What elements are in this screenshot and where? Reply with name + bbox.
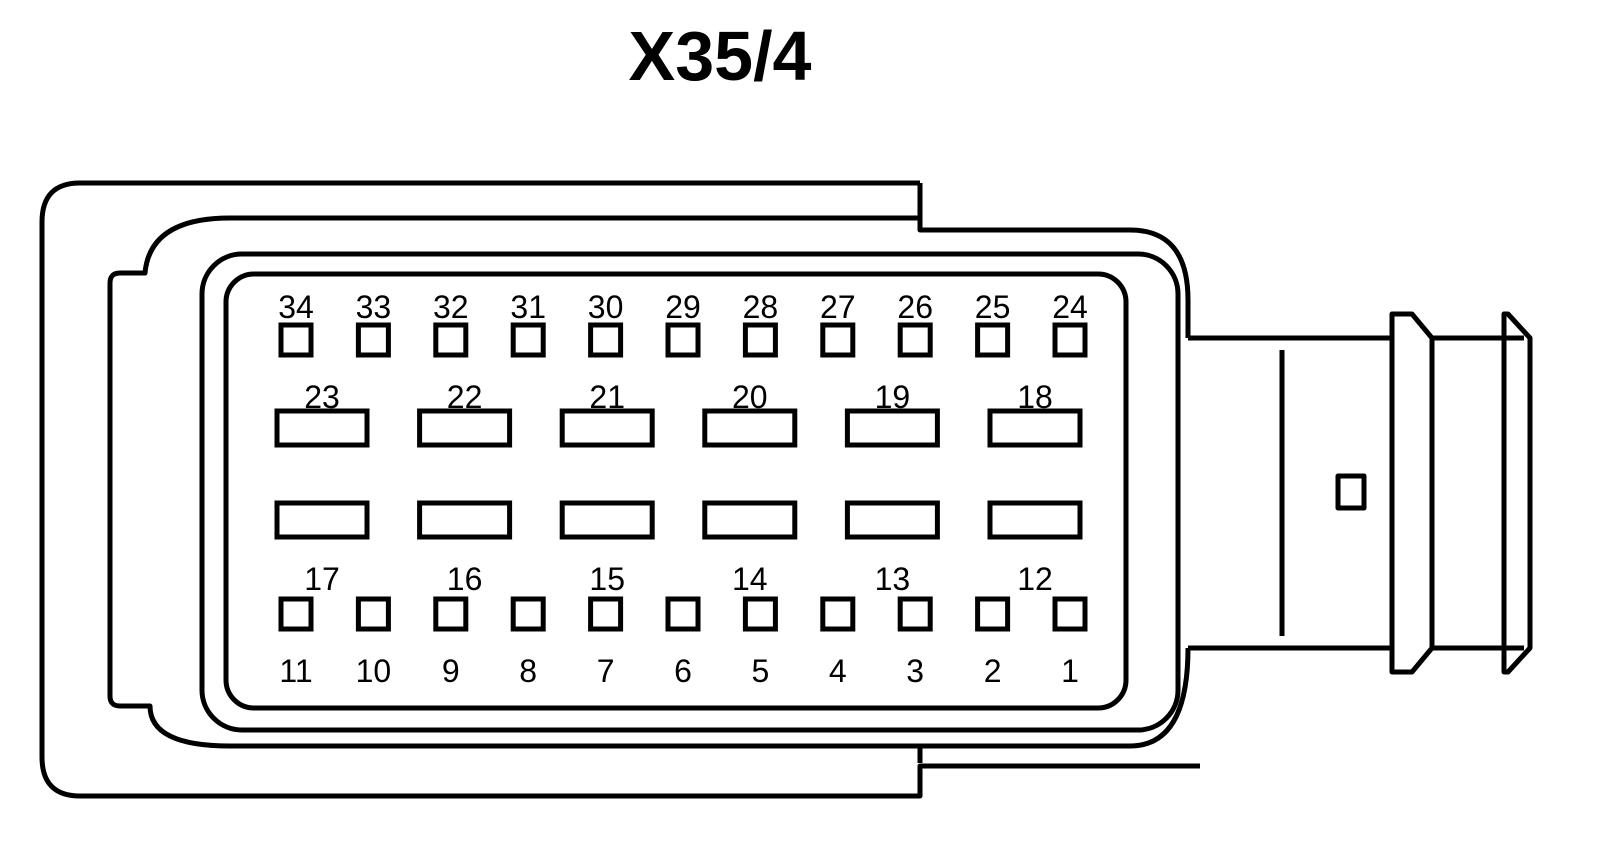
pin-label-21: 21 [589,379,625,415]
pin-4 [820,596,856,632]
pin-row-34-24: 34 33 32 31 30 29 28 27 26 25 24 [278,289,1088,358]
pin-34 [278,322,314,358]
connector-housing-outline [39,180,1200,799]
pin-label-33: 33 [356,289,392,325]
cable-tail-outline [920,335,1392,749]
pin-33 [355,322,391,358]
pin-label-25: 25 [975,289,1011,325]
pin-31 [510,322,546,358]
connector-shroud-outline [107,215,923,763]
connector-face-outer [199,251,1181,733]
pin-13 [844,500,940,540]
pin-7 [588,596,624,632]
pin-label-7: 7 [597,653,615,689]
connector-face-inner [223,271,1129,711]
pin-14 [702,500,798,540]
pin-24 [1052,322,1088,358]
pin-12 [987,500,1083,540]
rear-collar-end-ring [1501,311,1533,675]
latch-window [1335,473,1367,511]
pin-32 [433,322,469,358]
pin-label-10: 10 [356,653,392,689]
pin-label-34: 34 [278,289,314,325]
pin-label-30: 30 [588,289,624,325]
pin-label-9: 9 [442,653,460,689]
pin-28 [742,322,778,358]
pin-19 [844,408,940,448]
pin-label-1: 1 [1061,653,1079,689]
pin-8 [510,596,546,632]
pin-label-5: 5 [752,653,770,689]
pin-label-11: 11 [279,653,312,689]
pin-9 [433,596,469,632]
pin-label-32: 32 [433,289,469,325]
pin-21 [559,408,655,448]
pin-label-2: 2 [984,653,1002,689]
rear-collar-ring [1389,311,1435,675]
pin-label-19: 19 [875,379,911,415]
pin-label-14: 14 [732,561,768,597]
pin-label-6: 6 [674,653,692,689]
pin-29 [665,322,701,358]
pin-row-23-18: 23 22 21 20 19 18 [274,379,1083,448]
pin-label-15: 15 [589,561,625,597]
pin-label-31: 31 [510,289,546,325]
pin-17 [274,500,370,540]
rear-collar-body [1432,335,1524,651]
pin-label-17: 17 [304,561,340,597]
pin-label-16: 16 [447,561,483,597]
pin-label-27: 27 [820,289,856,325]
pin-label-22: 22 [447,379,483,415]
pin-30 [588,322,624,358]
housing-upper-step [917,183,1191,338]
pin-26 [897,322,933,358]
pin-label-13: 13 [875,561,911,597]
pin-16 [417,500,513,540]
connector-title: X35/4 [629,17,812,95]
pin-5 [742,596,778,632]
pin-27 [820,322,856,358]
pin-label-24: 24 [1052,289,1088,325]
pin-11 [278,596,314,632]
pin-25 [975,322,1011,358]
pin-label-26: 26 [897,289,933,325]
pin-label-8: 8 [519,653,537,689]
pin-2 [975,596,1011,632]
pin-3 [897,596,933,632]
pin-label-12: 12 [1017,561,1053,597]
pin-label-18: 18 [1017,379,1053,415]
pin-label-20: 20 [732,379,768,415]
pin-23 [274,408,370,448]
pin-row-17-12: 17 16 15 14 13 12 [274,500,1083,597]
pin-label-23: 23 [304,379,340,415]
pin-label-4: 4 [829,653,847,689]
pin-18 [987,408,1083,448]
pin-15 [559,500,655,540]
pin-label-29: 29 [665,289,701,325]
pin-label-28: 28 [743,289,779,325]
pin-20 [702,408,798,448]
pin-1 [1052,596,1088,632]
pin-label-3: 3 [906,653,924,689]
pin-6 [665,596,701,632]
pin-22 [417,408,513,448]
pin-10 [355,596,391,632]
pin-row-11-1: 11 10 9 8 7 6 5 4 3 2 1 [278,596,1088,689]
